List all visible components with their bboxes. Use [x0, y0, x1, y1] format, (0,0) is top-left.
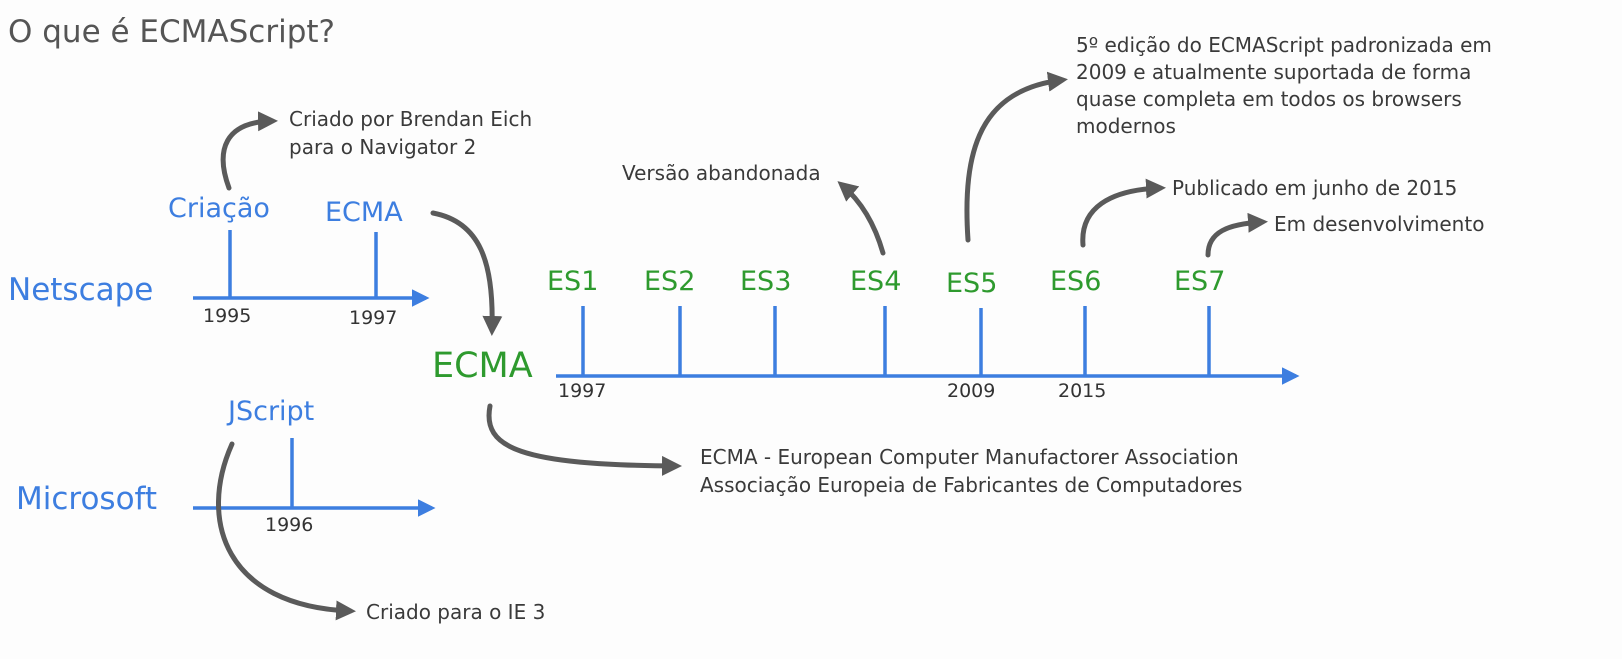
ecma-timeline — [556, 306, 1300, 385]
page-title: O que é ECMAScript? — [8, 14, 335, 50]
es5-note: 5º edição do ECMAScript padronizada em 2… — [1076, 33, 1492, 138]
version-es6: ES6 — [1050, 266, 1102, 297]
arrow-es7-note — [1205, 212, 1268, 258]
arrow-es4-note — [837, 181, 886, 256]
ecma-main-label: ECMA — [432, 346, 533, 386]
version-es5: ES5 — [946, 268, 998, 299]
microsoft-label: Microsoft — [16, 481, 158, 517]
es7-note: Em desenvolvimento — [1274, 212, 1485, 236]
arrow-ecma-note — [486, 403, 682, 476]
year-2009: 2009 — [947, 380, 996, 402]
arrow-creation-note — [220, 111, 278, 191]
arrow-jscript-note — [216, 441, 356, 621]
creation-note-line2: para o Navigator 2 — [289, 135, 477, 159]
jscript-label: JScript — [228, 396, 315, 427]
ecma-note-line2: Associação Europeia de Fabricantes de Co… — [700, 473, 1243, 497]
year-1997-ecma: 1997 — [558, 380, 607, 402]
es6-note: Publicado em junho de 2015 — [1172, 176, 1458, 200]
year-2015: 2015 — [1058, 380, 1107, 402]
year-1996: 1996 — [265, 514, 314, 536]
arrow-es5-note — [964, 71, 1068, 243]
netscape-label: Netscape — [8, 272, 154, 308]
year-1995: 1995 — [203, 305, 252, 327]
creation-label: Criação — [168, 193, 270, 224]
jscript-note: Criado para o IE 3 — [366, 600, 546, 624]
microsoft-timeline — [193, 438, 436, 517]
version-es7: ES7 — [1174, 266, 1226, 297]
creation-note-line1: Criado por Brendan Eich — [289, 107, 533, 131]
year-1997-netscape: 1997 — [349, 307, 398, 329]
arrow-netscape-to-ecma — [430, 210, 503, 336]
netscape-ecma-label: ECMA — [325, 197, 403, 228]
ecma-note-line1: ECMA - European Computer Manufactorer As… — [700, 445, 1239, 469]
version-es1: ES1 — [547, 266, 599, 297]
version-es4: ES4 — [850, 266, 902, 297]
version-es3: ES3 — [740, 266, 792, 297]
arrow-es6-note — [1080, 178, 1166, 248]
netscape-timeline — [193, 230, 430, 307]
es4-note: Versão abandonada — [622, 161, 821, 185]
version-es2: ES2 — [644, 266, 696, 297]
